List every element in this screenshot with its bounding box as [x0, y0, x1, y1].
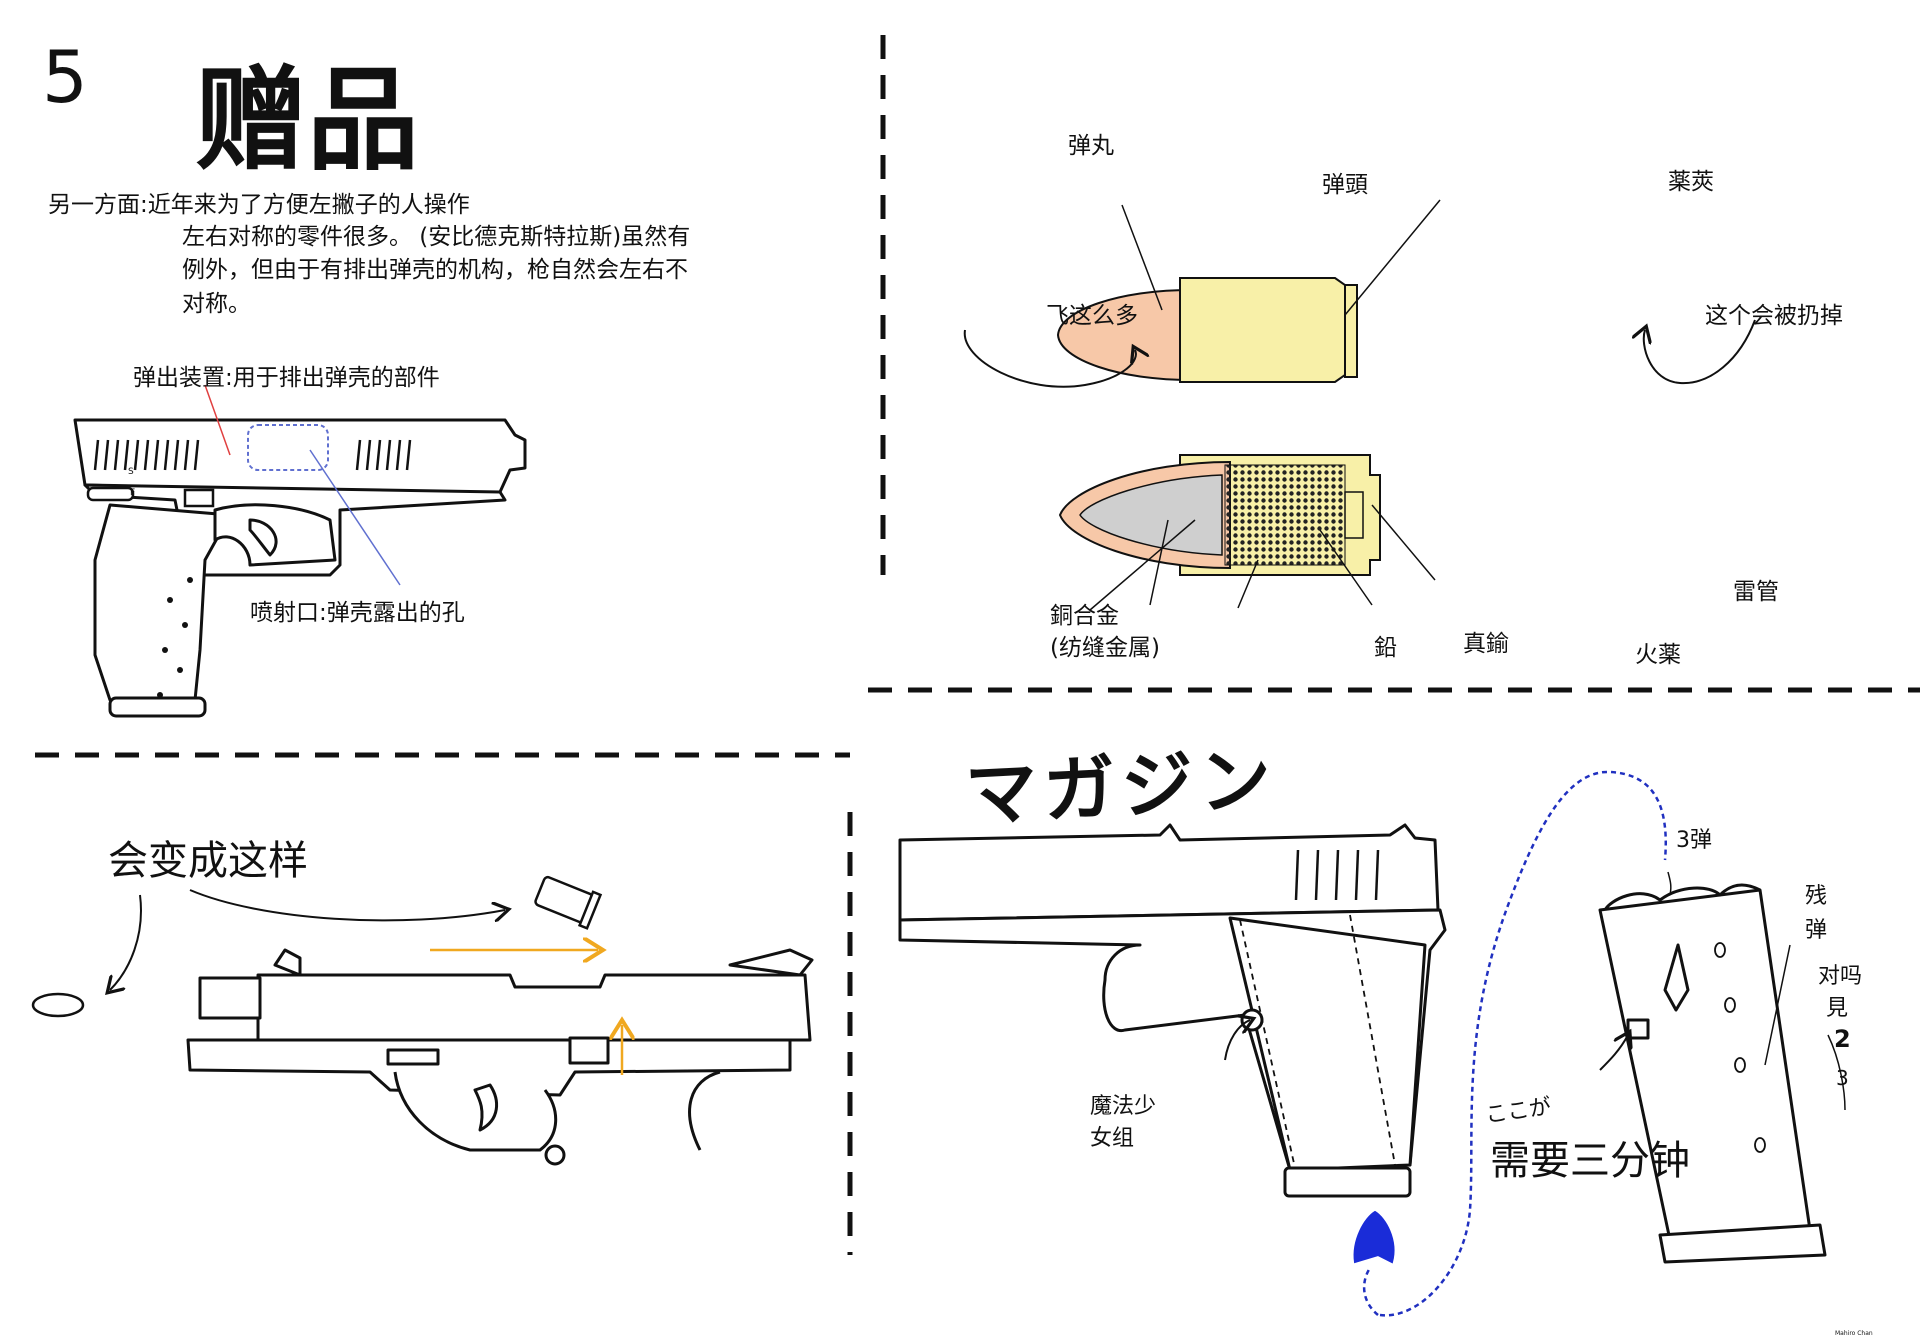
- check-label-1: 对吗: [1818, 964, 1863, 989]
- count-bracket: [1827, 1034, 1846, 1111]
- corner-signature: Mahiro Chan: [1835, 1330, 1873, 1337]
- loose-magazine-body: [1598, 888, 1812, 1242]
- pistol-slide: [73, 418, 527, 497]
- bullet-case-rim: [1344, 284, 1358, 378]
- remaining-label-1: 残: [1805, 884, 1828, 909]
- brass-label: 真鍮: [1463, 631, 1509, 657]
- intro-line-1: 另一方面:近年来为了方便左撇子的人操作: [48, 192, 470, 218]
- magazine-remaining-leader: [1764, 944, 1791, 1066]
- safety-mark-s: S: [128, 467, 134, 477]
- magazine-slide-serrations: [1294, 849, 1380, 901]
- ejection-port-highlight: [247, 424, 329, 471]
- bullet-heading: 弹丸: [1068, 133, 1114, 159]
- copper-label-2: (纺缝金属): [1050, 635, 1160, 661]
- time-label: 需要三分钟: [1490, 1138, 1690, 1184]
- ejection-trigger-guard: [393, 1071, 558, 1152]
- ejection-trigger: [473, 1083, 499, 1132]
- panel-dividers: [35, 35, 1920, 1255]
- ejected-casing: [534, 875, 603, 930]
- count-label-3: 3: [1836, 1066, 1849, 1090]
- count-label-2: 2: [1834, 1025, 1851, 1053]
- primer-label: 雷管: [1733, 579, 1779, 605]
- ejection-grip-curve: [688, 1070, 721, 1151]
- intro-line-2: 左右对称的零件很多。 (安比德克斯特拉斯)虽然有: [182, 224, 691, 250]
- pistol-safety-lever: [86, 486, 135, 502]
- ejection-rear-sight: [273, 948, 302, 977]
- page-title: 赠品: [195, 56, 419, 186]
- magical-girl-label-2: 女组: [1090, 1126, 1135, 1151]
- bullet-tip-label: 弹頭: [1322, 172, 1368, 198]
- loose-magazine-base: [1658, 1223, 1827, 1264]
- magazine-heading: マガジン: [963, 736, 1280, 838]
- bullet-exterior: [1056, 277, 1358, 383]
- loose-magazine-witness-holes: [1714, 942, 1766, 1153]
- rounds-leader: [1667, 871, 1672, 896]
- pistol-side-view: [73, 418, 527, 718]
- bullet-case: [1179, 277, 1346, 383]
- loose-magazine: [1598, 883, 1827, 1264]
- ejection-safety: [386, 1048, 440, 1066]
- pistol-slide-stop: [183, 488, 215, 508]
- powder-label: 火薬: [1635, 642, 1681, 668]
- lead-label: 鉛: [1374, 635, 1397, 661]
- page-number: 5: [42, 35, 88, 119]
- rounds-label: 3弹: [1676, 828, 1712, 853]
- release-arrow: [1224, 1020, 1250, 1061]
- loose-magazine-lips: [1603, 883, 1761, 911]
- insert-path-arrow: [1379, 770, 1667, 1317]
- fly-label: 飞这么多: [1046, 303, 1138, 329]
- fired-bullet: [31, 992, 85, 1018]
- insert-path-tail: [1363, 1267, 1379, 1316]
- magazine-base-pad: [1283, 1166, 1412, 1198]
- bullet-leaders: [1089, 199, 1441, 611]
- ejection-slide: [256, 973, 812, 1042]
- check-label-2: 見: [1826, 996, 1849, 1021]
- remaining-label-2: 弹: [1805, 918, 1828, 943]
- insert-arrowhead: [1353, 1210, 1395, 1264]
- port-label: 喷射口:弹壳露出的孔: [250, 600, 465, 626]
- cutaway-primer: [1344, 491, 1364, 539]
- pistol-grip: [93, 503, 232, 702]
- safety-mark-f: F: [130, 488, 136, 498]
- case-label: 薬莢: [1668, 169, 1714, 195]
- magazine-release-button: [1240, 1008, 1264, 1032]
- pistol-grip-dots: [157, 577, 193, 698]
- pistol-magazine-base: [108, 696, 207, 718]
- loose-magazine-notch: [1626, 1018, 1650, 1040]
- discard-arrow: [1644, 319, 1756, 385]
- intro-line-3: 例外，但由于有排出弹壳的机构，枪自然会左右不: [182, 257, 688, 283]
- casing-arc-arrow: [189, 889, 505, 920]
- ejection-heading: 会变成这样: [108, 838, 308, 884]
- discard-label: 这个会被扔掉: [1705, 303, 1843, 329]
- ejection-front-sight: [728, 948, 814, 977]
- cutaway-powder: [1224, 464, 1346, 566]
- notch-arrow: [1599, 1035, 1628, 1071]
- ejection-frame: [186, 1038, 792, 1097]
- pistol-trigger: [248, 518, 278, 557]
- loose-magazine-follower: [1663, 943, 1690, 1012]
- pistol-slide-serrations: [93, 439, 412, 471]
- bullet-tip: [1056, 288, 1191, 382]
- ejection-pistol: [186, 948, 814, 1166]
- ejection-slide-stop: [568, 1036, 610, 1065]
- magazine-grip: [1228, 916, 1427, 1172]
- ejection-barrel: [198, 976, 262, 1020]
- magazine-well-dashes: [1239, 914, 1396, 1169]
- ejector-label: 弹出装置:用于排出弹壳的部件: [133, 365, 440, 391]
- cutaway-lead-core: [1079, 474, 1223, 556]
- bullet-arc-arrow: [110, 894, 142, 990]
- copper-label-1: 銅合金: [1050, 603, 1119, 629]
- intro-line-4: 对称。: [182, 291, 251, 317]
- ejection-hammer: [544, 1144, 566, 1166]
- port-leader: [309, 449, 401, 586]
- ejector-leader: [204, 384, 231, 456]
- fly-arrow: [963, 329, 1136, 388]
- magazine-pistol: [898, 823, 1447, 1198]
- magical-girl-label-1: 魔法少: [1090, 1094, 1157, 1119]
- bullet-cutaway: [1058, 454, 1381, 576]
